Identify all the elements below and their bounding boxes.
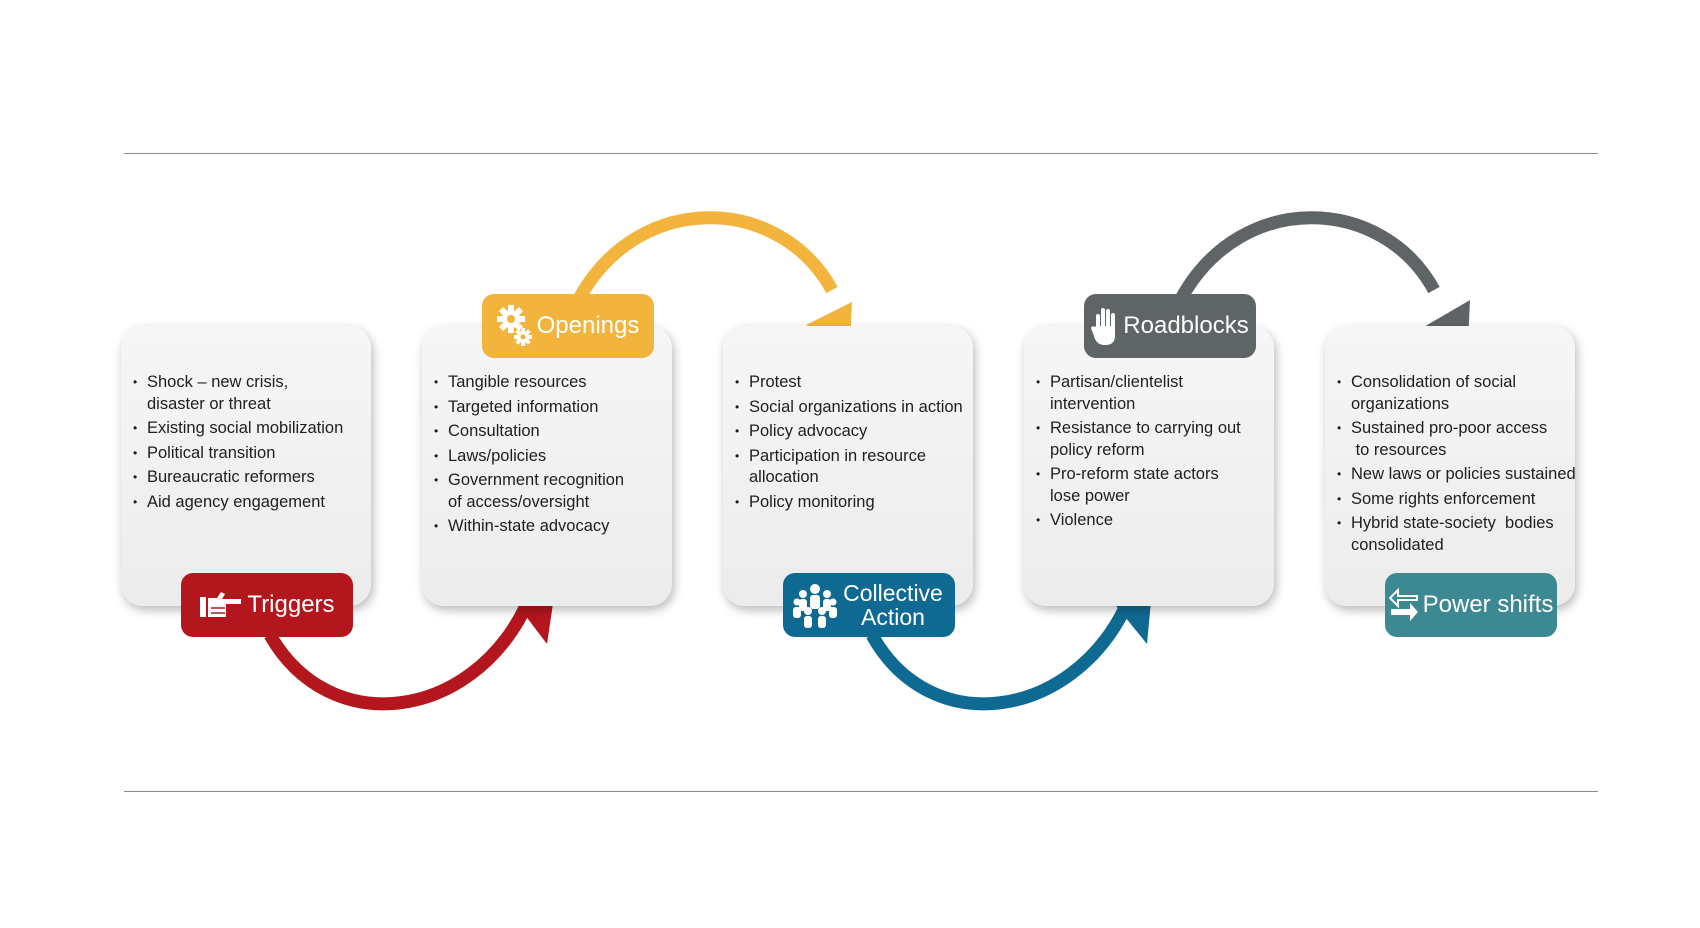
card-triggers: Shock – new crisis, disaster or threat E… xyxy=(121,326,371,606)
roadblocks-item: Resistance to carrying out policy reform xyxy=(1036,418,1266,461)
arrow-roadblocks-to-power xyxy=(1176,211,1440,301)
pointing-hand-icon xyxy=(200,592,242,617)
triggers-list: Shock – new crisis, disaster or threat E… xyxy=(121,326,371,513)
collective-action-item: Policy advocacy xyxy=(735,421,965,443)
gears-icon xyxy=(496,305,532,346)
collective-action-list: Protest Social organizations in action P… xyxy=(723,326,973,513)
triggers-item: Political transition xyxy=(133,443,363,465)
card-power-shifts: Consolidation of social organizations Su… xyxy=(1325,326,1576,606)
badge-power-shifts: Power shifts xyxy=(1385,573,1557,637)
power-shifts-item: Hybrid state-society bodies consolidated xyxy=(1337,513,1567,556)
badge-label: Roadblocks xyxy=(1123,312,1249,339)
card-roadblocks: Partisan/clientelist intervention Resist… xyxy=(1024,326,1274,606)
openings-item: Tangible resources xyxy=(434,372,664,394)
people-group-icon xyxy=(793,584,837,628)
card-collective-action: Protest Social organizations in action P… xyxy=(723,326,973,606)
openings-item: Within-state advocacy xyxy=(434,516,664,538)
triggers-item: Existing social mobilization xyxy=(133,418,363,440)
arrow-collective-to-roadblocks xyxy=(866,605,1131,711)
swap-arrows-icon xyxy=(1388,587,1418,621)
arrow-openings-to-collective xyxy=(574,211,838,301)
triggers-item: Shock – new crisis, disaster or threat xyxy=(133,372,363,415)
badge-openings: Openings xyxy=(482,294,654,358)
power-shifts-item: New laws or policies sustained xyxy=(1337,464,1576,486)
badge-label: Power shifts xyxy=(1422,591,1554,618)
badge-roadblocks: Roadblocks xyxy=(1084,294,1256,358)
roadblocks-item: Pro-reform state actors lose power xyxy=(1036,464,1266,507)
badge-label: Collective Action xyxy=(843,580,943,630)
power-shifts-list: Consolidation of social organizations Su… xyxy=(1325,326,1576,556)
openings-item: Consultation xyxy=(434,421,664,443)
roadblocks-item: Partisan/clientelist intervention xyxy=(1036,372,1266,415)
openings-item: Laws/policies xyxy=(434,446,664,468)
openings-list: Tangible resources Targeted information … xyxy=(422,326,672,538)
collective-action-item: Protest xyxy=(735,372,965,394)
roadblocks-item: Violence xyxy=(1036,510,1266,532)
collective-action-item: Social organizations in action xyxy=(735,397,965,419)
raised-hand-icon xyxy=(1091,308,1116,345)
card-openings: Tangible resources Targeted information … xyxy=(422,326,672,606)
badge-label: Openings xyxy=(536,312,640,339)
triggers-item: Bureaucratic reformers xyxy=(133,467,363,489)
badge-label: Triggers xyxy=(247,591,335,618)
triggers-item: Aid agency engagement xyxy=(133,492,363,514)
arrow-triggers-to-openings xyxy=(264,605,531,711)
openings-item: Government recognition of access/oversig… xyxy=(434,470,664,513)
power-shifts-item: Consolidation of social organizations xyxy=(1337,372,1567,415)
roadblocks-list: Partisan/clientelist intervention Resist… xyxy=(1024,326,1274,532)
badge-collective-action: Collective Action xyxy=(783,573,955,637)
collective-action-item: Policy monitoring xyxy=(735,492,965,514)
openings-item: Targeted information xyxy=(434,397,664,419)
badge-triggers: Triggers xyxy=(181,573,353,637)
bottom-rule xyxy=(124,791,1598,792)
collective-action-item: Participation in resource allocation xyxy=(735,446,965,489)
power-shifts-item: Sustained pro-poor access to resources xyxy=(1337,418,1567,461)
top-rule xyxy=(124,153,1598,154)
power-shifts-item: Some rights enforcement xyxy=(1337,489,1567,511)
